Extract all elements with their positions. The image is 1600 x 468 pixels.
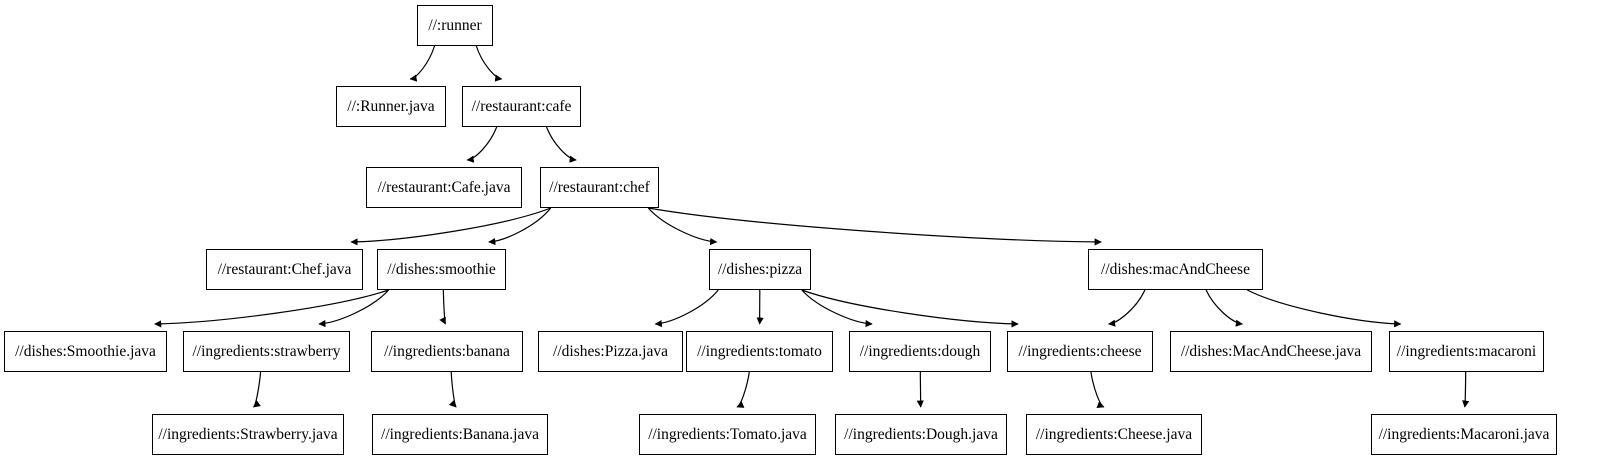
graph-node-label: //ingredients:Banana.java (381, 425, 539, 443)
graph-node-dough_java[interactable]: //ingredients:Dough.java (835, 414, 1007, 455)
graph-edge-dishes_pizza-to-ing_cheese (801, 289, 1019, 328)
graph-edge-restaurant_cafe-to-restaurant_chef (545, 126, 577, 163)
graph-node-label: //ingredients:Tomato.java (648, 425, 807, 443)
graph-node-label: //ingredients:cheese (1018, 342, 1142, 360)
graph-node-ing_strawberry[interactable]: //ingredients:strawberry (183, 331, 350, 372)
graph-node-label: //dishes:Smoothie.java (15, 342, 156, 360)
graph-node-dishes_pizza[interactable]: //dishes:pizza (709, 249, 811, 290)
graph-node-label: //ingredients:Macaroni.java (1378, 425, 1550, 443)
graph-edge-dishes_mac-to-ing_macaroni (1247, 289, 1402, 328)
graph-node-ing_dough[interactable]: //ingredients:dough (849, 331, 991, 372)
graph-edge-ing_strawberry-to-strawberry_java (253, 371, 262, 408)
graph-node-ing_cheese[interactable]: //ingredients:cheese (1007, 331, 1153, 372)
graph-node-chef_java[interactable]: //restaurant:Chef.java (206, 249, 363, 290)
graph-node-label: //restaurant:Cafe.java (377, 178, 511, 196)
graph-node-pizza_java[interactable]: //dishes:Pizza.java (538, 331, 683, 372)
graph-node-label: //ingredients:Strawberry.java (158, 425, 338, 443)
graph-edge-ing_cheese-to-cheese_java (1090, 371, 1105, 408)
graph-node-label: //dishes:smoothie (387, 260, 496, 278)
graph-node-label: //ingredients:strawberry (192, 342, 341, 360)
graph-node-dishes_smoothie[interactable]: //dishes:smoothie (377, 249, 506, 290)
graph-node-label: //dishes:MacAndCheese.java (1180, 342, 1362, 360)
graph-node-label: //restaurant:cafe (471, 97, 572, 115)
graph-node-cafe_java[interactable]: //restaurant:Cafe.java (366, 167, 522, 208)
graph-node-strawberry_java[interactable]: //ingredients:Strawberry.java (152, 414, 344, 455)
graph-edge-restaurant_chef-to-dishes_pizza (647, 207, 718, 246)
graph-node-label: //ingredients:macaroni (1396, 342, 1537, 360)
graph-node-cheese_java[interactable]: //ingredients:Cheese.java (1026, 414, 1202, 455)
graph-edge-ing_banana-to-banana_java (448, 371, 457, 408)
graph-node-banana_java[interactable]: //ingredients:Banana.java (372, 414, 548, 455)
graph-edge-restaurant_chef-to-dishes_smoothie (488, 207, 552, 246)
graph-edge-ing_tomato-to-tomato_java (736, 371, 750, 408)
graph-node-smoothie_java[interactable]: //dishes:Smoothie.java (4, 331, 167, 372)
graph-edge-ing_macaroni-to-macaroni_java (1462, 371, 1470, 408)
graph-node-label: //ingredients:Cheese.java (1035, 425, 1193, 443)
graph-edge-dishes_smoothie-to-ing_banana (439, 289, 446, 325)
graph-node-label: //ingredients:Dough.java (844, 425, 998, 443)
graph-edge-dishes_pizza-to-pizza_java (654, 289, 719, 328)
graph-node-runner[interactable]: //:runner (417, 5, 493, 46)
graph-node-label: //dishes:pizza (717, 260, 803, 278)
graph-edge-dishes_mac-to-mac_java (1205, 289, 1244, 327)
graph-node-tomato_java[interactable]: //ingredients:Tomato.java (639, 414, 816, 455)
graph-node-label: //restaurant:chef (549, 178, 650, 196)
graph-node-label: //ingredients:tomato (697, 342, 822, 360)
graph-node-dishes_mac[interactable]: //dishes:macAndCheese (1088, 249, 1263, 290)
graph-edge-runner-to-restaurant_cafe (475, 45, 503, 82)
graph-edge-dishes_smoothie-to-ing_strawberry (318, 289, 390, 328)
graph-node-runner_java[interactable]: //:Runner.java (336, 86, 446, 127)
graph-node-label: //:runner (428, 16, 482, 34)
graph-node-restaurant_cafe[interactable]: //restaurant:cafe (462, 86, 581, 127)
graph-node-ing_macaroni[interactable]: //ingredients:macaroni (1389, 331, 1544, 372)
graph-edge-dishes_mac-to-ing_cheese (1107, 289, 1146, 327)
graph-node-label: //ingredients:dough (859, 342, 981, 360)
graph-node-mac_java[interactable]: //dishes:MacAndCheese.java (1170, 331, 1372, 372)
graph-edge-runner-to-runner_java (409, 45, 436, 82)
graph-edge-dishes_pizza-to-ing_dough (801, 289, 873, 328)
graph-edge-restaurant_chef-to-dishes_mac (648, 207, 1102, 246)
graph-edge-restaurant_chef-to-chef_java (350, 207, 551, 246)
graph-node-macaroni_java[interactable]: //ingredients:Macaroni.java (1371, 414, 1557, 455)
graph-node-label: //dishes:macAndCheese (1101, 260, 1250, 278)
graph-node-label: //dishes:Pizza.java (553, 342, 668, 360)
graph-node-label: //restaurant:Chef.java (217, 260, 352, 278)
graph-node-label: //ingredients:banana (384, 342, 510, 360)
graph-edge-restaurant_cafe-to-cafe_java (466, 126, 498, 163)
graph-edge-dishes_smoothie-to-smoothie_java (154, 289, 389, 328)
graph-node-ing_tomato[interactable]: //ingredients:tomato (686, 331, 833, 372)
graph-node-restaurant_chef[interactable]: //restaurant:chef (540, 167, 659, 208)
graph-node-label: //:Runner.java (347, 97, 435, 115)
graph-node-ing_banana[interactable]: //ingredients:banana (371, 331, 523, 372)
